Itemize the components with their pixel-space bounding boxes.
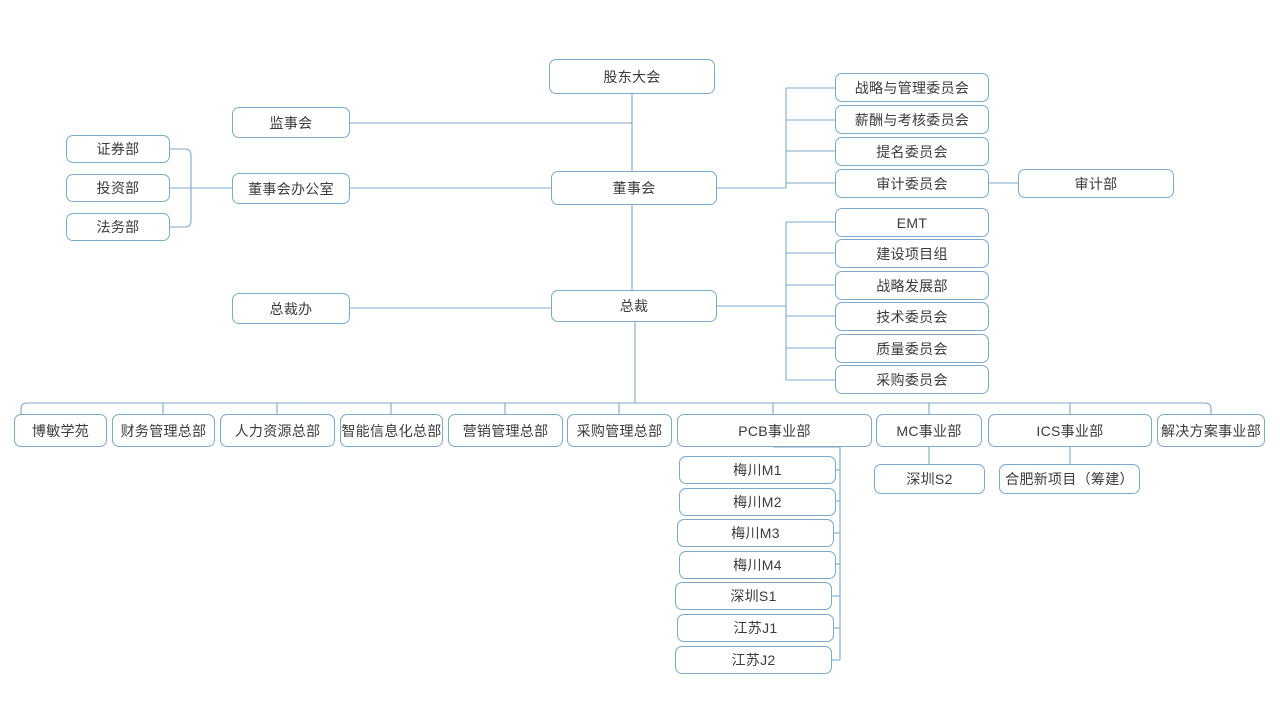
node-investment-dept[interactable]: 投资部 — [66, 174, 170, 202]
node-jiangsu-j2[interactable]: 江苏J2 — [675, 646, 832, 674]
node-hr-hq[interactable]: 人力资源总部 — [220, 414, 335, 447]
node-smart-it-hq[interactable]: 智能信息化总部 — [340, 414, 443, 447]
node-marketing-hq[interactable]: 营销管理总部 — [448, 414, 563, 447]
node-nomination-committee[interactable]: 提名委员会 — [835, 137, 989, 166]
node-board-office[interactable]: 董事会办公室 — [232, 173, 350, 204]
node-hefei-new-project[interactable]: 合肥新项目（筹建） — [999, 464, 1140, 494]
node-securities-dept[interactable]: 证券部 — [66, 135, 170, 163]
node-strategy-mgmt-committee[interactable]: 战略与管理委员会 — [835, 73, 989, 102]
node-supervisory-board[interactable]: 监事会 — [232, 107, 350, 138]
node-shareholders-meeting[interactable]: 股东大会 — [549, 59, 715, 94]
node-procurement-hq[interactable]: 采购管理总部 — [567, 414, 672, 447]
node-procurement-committee[interactable]: 采购委员会 — [835, 365, 989, 394]
node-compensation-committee[interactable]: 薪酬与考核委员会 — [835, 105, 989, 134]
node-audit-committee[interactable]: 审计委员会 — [835, 169, 989, 198]
node-quality-committee[interactable]: 质量委员会 — [835, 334, 989, 363]
node-mc-division[interactable]: MC事业部 — [876, 414, 982, 447]
node-finance-hq[interactable]: 财务管理总部 — [112, 414, 215, 447]
node-president[interactable]: 总裁 — [551, 290, 717, 322]
node-construction-project-team[interactable]: 建设项目组 — [835, 239, 989, 268]
node-bomin-academy[interactable]: 博敏学苑 — [14, 414, 107, 447]
node-technology-committee[interactable]: 技术委员会 — [835, 302, 989, 331]
node-audit-dept[interactable]: 审计部 — [1018, 169, 1174, 198]
node-solution-division[interactable]: 解决方案事业部 — [1157, 414, 1265, 447]
node-pcb-division[interactable]: PCB事业部 — [677, 414, 872, 447]
node-ics-division[interactable]: ICS事业部 — [988, 414, 1152, 447]
node-meizhou-m3[interactable]: 梅川M3 — [677, 519, 834, 547]
node-meizhou-m2[interactable]: 梅川M2 — [679, 488, 836, 516]
node-shenzhen-s1[interactable]: 深圳S1 — [675, 582, 832, 610]
node-emt[interactable]: EMT — [835, 208, 989, 237]
node-board-of-directors[interactable]: 董事会 — [551, 171, 717, 205]
node-meizhou-m1[interactable]: 梅川M1 — [679, 456, 836, 484]
node-jiangsu-j1[interactable]: 江苏J1 — [677, 614, 834, 642]
node-strategy-development-dept[interactable]: 战略发展部 — [835, 271, 989, 300]
node-shenzhen-s2[interactable]: 深圳S2 — [874, 464, 985, 494]
node-legal-dept[interactable]: 法务部 — [66, 213, 170, 241]
node-president-office[interactable]: 总裁办 — [232, 293, 350, 324]
node-meizhou-m4[interactable]: 梅川M4 — [679, 551, 836, 579]
